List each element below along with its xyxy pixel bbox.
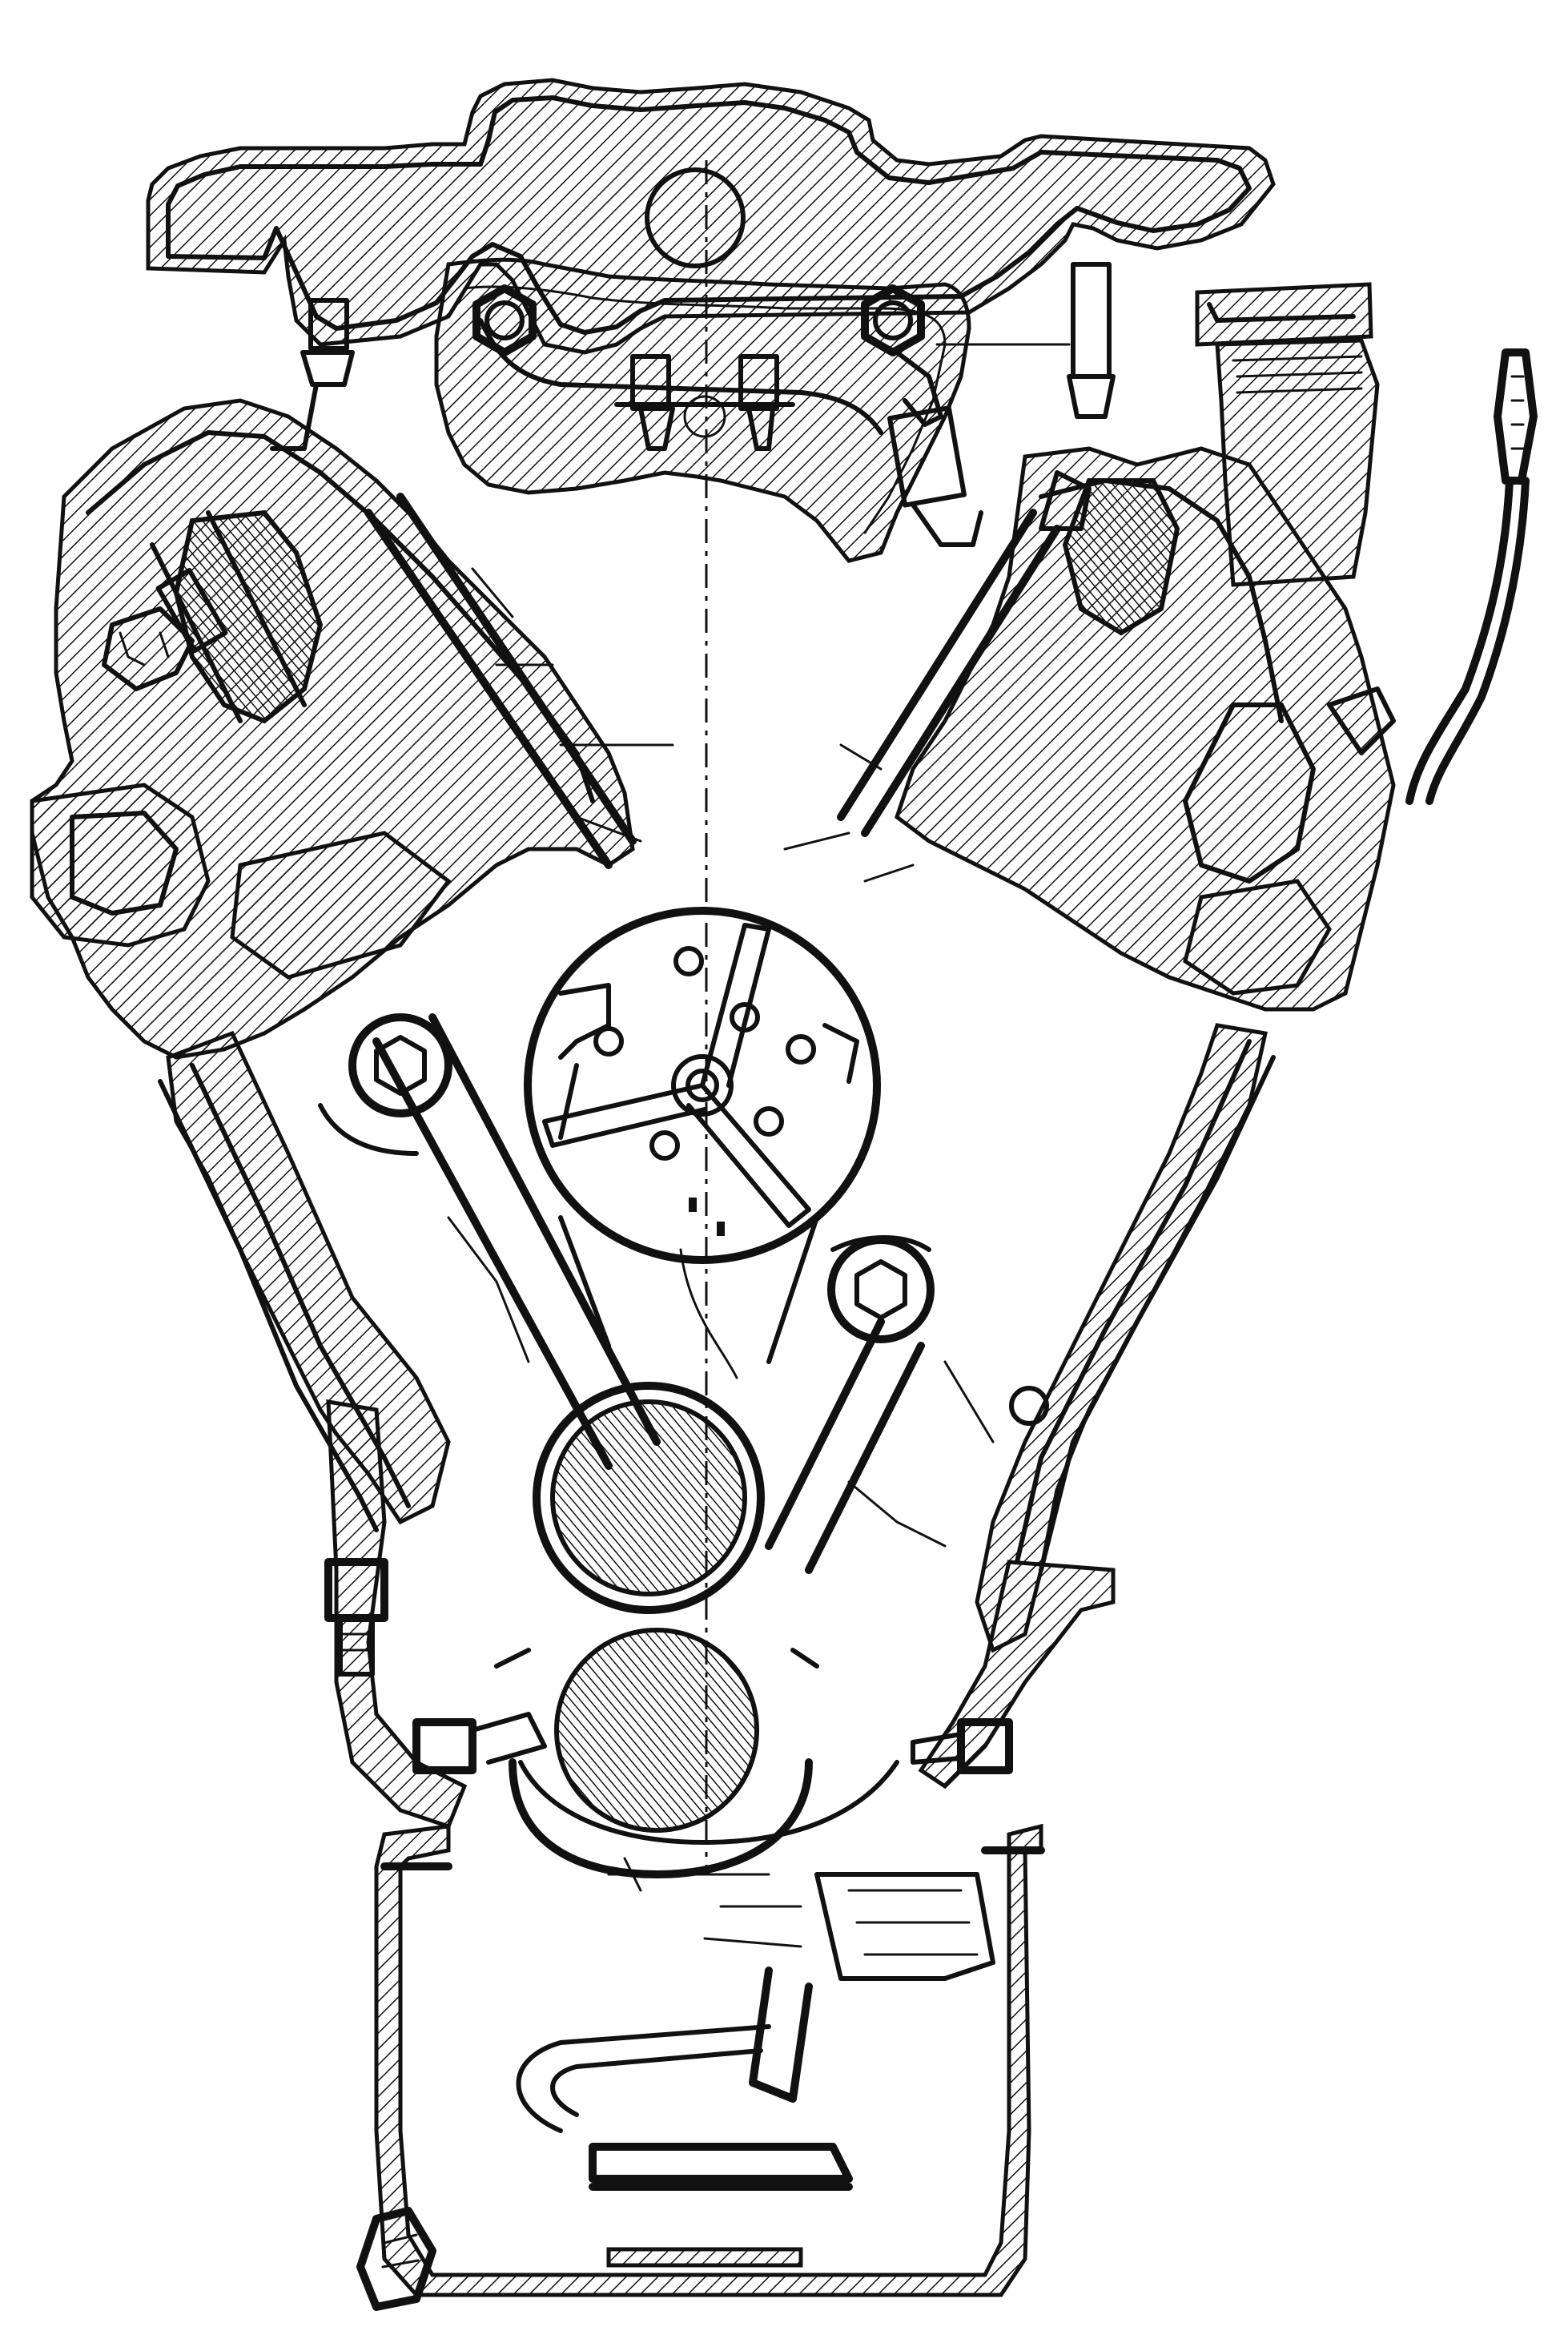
- engine-block-right-wall: [918, 1023, 1276, 1789]
- oil-pickup-tube: [516, 1872, 995, 2191]
- left-cylinder-head: [30, 398, 635, 1060]
- main-cap-bolt-right: [911, 1718, 1013, 1774]
- left-valve-stem: [230, 493, 637, 980]
- timing-chain: [518, 1215, 899, 1892]
- cam-sprocket: [524, 907, 881, 1264]
- right-sensor: [935, 262, 1116, 419]
- main-cap-bolt-left: [412, 1712, 547, 1774]
- dipstick-handle: [1405, 348, 1538, 805]
- left-connecting-rod: [318, 1013, 661, 1470]
- right-connecting-rod: [765, 1235, 935, 1574]
- engine-block-left-wall: [158, 1030, 468, 1830]
- side-bolt-left: [324, 1558, 388, 1677]
- center-studs: [614, 354, 795, 451]
- detail-lines: [447, 567, 995, 1948]
- right-valve-stem: [837, 470, 1092, 837]
- throttle-bore-circle: [645, 167, 746, 268]
- rail-bolt-right: [861, 284, 925, 356]
- pan-baffle-bar: [606, 2247, 803, 2268]
- drain-plug: [356, 2207, 436, 2311]
- crank-journal-upper: [533, 1382, 765, 1614]
- rail-bolt-left: [472, 284, 537, 356]
- oil-pan: [374, 1823, 1045, 2297]
- fuel-injector: [887, 350, 983, 547]
